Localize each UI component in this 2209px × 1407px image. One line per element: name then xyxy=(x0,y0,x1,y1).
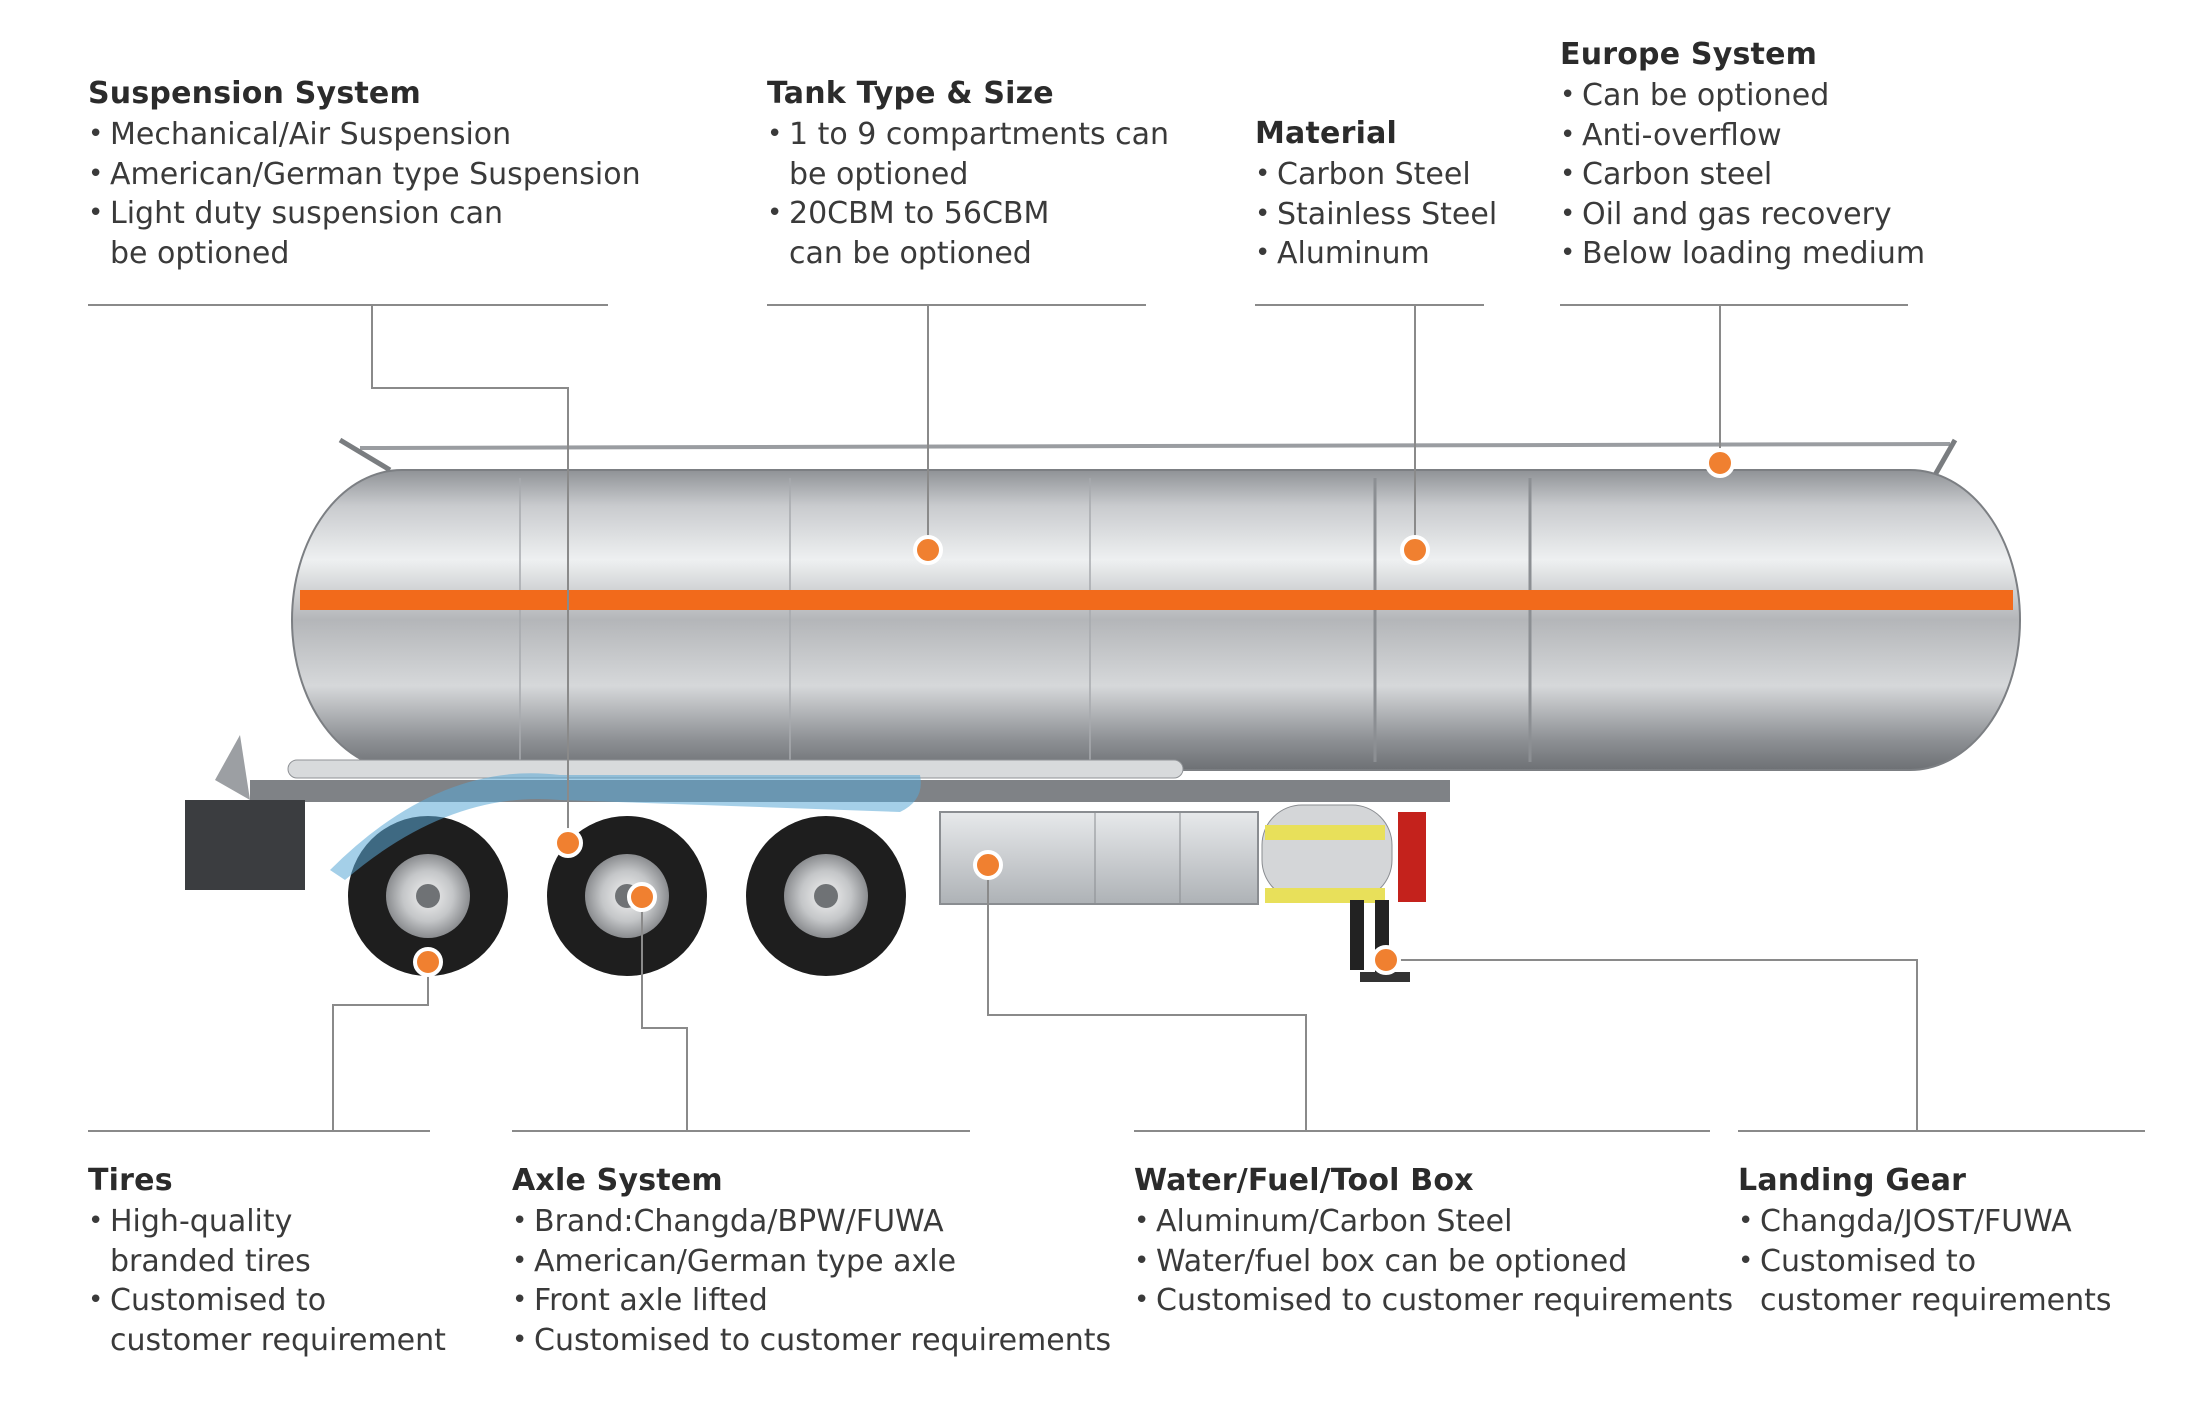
europe-item: Anti-overflow xyxy=(1560,116,1940,156)
toolbox-callout: Water/Fuel/Tool Box Aluminum/Carbon Stee… xyxy=(1134,1163,1734,1321)
material-item: Carbon Steel xyxy=(1255,155,1505,195)
suspension-connector xyxy=(371,305,569,843)
tires-connector xyxy=(332,962,429,1131)
marker-toolbox xyxy=(973,850,1003,880)
marker-suspension xyxy=(553,828,583,858)
landing-connector xyxy=(1386,959,1918,1131)
material-title: Material xyxy=(1255,116,1397,151)
tank-item: 20CBM to 56CBM can be optioned xyxy=(767,194,1079,273)
marker-tank xyxy=(913,535,943,565)
axle-item: Front axle lifted xyxy=(512,1281,1112,1321)
axle-callout: Axle System Brand:Changda/BPW/FUWA Ameri… xyxy=(512,1163,1112,1360)
tires-callout: Tires High-quality branded tires Customi… xyxy=(88,1163,468,1360)
tank-callout: Tank Type & Size 1 to 9 compartments can… xyxy=(767,76,1169,273)
material-item: Aluminum xyxy=(1255,234,1505,274)
toolbox-title: Water/Fuel/Tool Box xyxy=(1134,1163,1474,1198)
marker-material xyxy=(1400,535,1430,565)
tank-item: 1 to 9 compartments can be optioned xyxy=(767,115,1169,194)
axle-title: Axle System xyxy=(512,1163,723,1198)
axle-item: Brand:Changda/BPW/FUWA xyxy=(512,1202,1112,1242)
axle-connector xyxy=(641,897,688,1131)
material-callout: Material Carbon Steel Stainless Steel Al… xyxy=(1255,116,1505,274)
toolbox-item: Customised to customer requirements xyxy=(1134,1281,1734,1321)
axle-item: Customised to customer requirements xyxy=(512,1321,1112,1361)
tank-body xyxy=(291,469,2021,771)
marker-axle xyxy=(627,882,657,912)
suspension-item: Light duty suspension can be optioned xyxy=(88,194,550,273)
toolbox-item: Water/fuel box can be optioned xyxy=(1134,1242,1734,1282)
toolbox-connector xyxy=(987,865,1307,1131)
orange-stripe xyxy=(300,590,2013,610)
landing-item: Customised to customer requirements xyxy=(1738,1242,2120,1321)
marker-landing xyxy=(1371,945,1401,975)
europe-item: Carbon steel xyxy=(1560,155,1940,195)
top-rail xyxy=(338,437,1958,477)
tires xyxy=(330,773,921,976)
tires-item: High-quality branded tires xyxy=(88,1202,330,1281)
marker-tires xyxy=(413,947,443,977)
material-item: Stainless Steel xyxy=(1255,195,1505,235)
europe-item: Oil and gas recovery xyxy=(1560,195,1940,235)
europe-item: Can be optioned xyxy=(1560,76,1940,116)
suspension-item: American/German type Suspension xyxy=(88,155,648,195)
tires-item: Customised to customer requirement xyxy=(88,1281,450,1360)
toolbox-item: Aluminum/Carbon Steel xyxy=(1134,1202,1734,1242)
axle-item: American/German type axle xyxy=(512,1242,1112,1282)
tank-title: Tank Type & Size xyxy=(767,76,1054,111)
markers xyxy=(413,448,1735,977)
leader-lines xyxy=(88,304,2145,1132)
landing-title: Landing Gear xyxy=(1738,1163,1967,1198)
marker-europe xyxy=(1705,448,1735,478)
suspension-callout: Suspension System Mechanical/Air Suspens… xyxy=(88,76,648,273)
suspension-title: Suspension System xyxy=(88,76,421,111)
europe-callout: Europe System Can be optioned Anti-overf… xyxy=(1560,37,1940,274)
landing-item: Changda/JOST/FUWA xyxy=(1738,1202,2168,1242)
europe-title: Europe System xyxy=(1560,37,1818,72)
landing-callout: Landing Gear Changda/JOST/FUWA Customise… xyxy=(1738,1163,2168,1321)
europe-item: Below loading medium xyxy=(1560,234,1940,274)
water-tank xyxy=(1261,804,1426,903)
tires-title: Tires xyxy=(88,1163,173,1198)
suspension-item: Mechanical/Air Suspension xyxy=(88,115,648,155)
